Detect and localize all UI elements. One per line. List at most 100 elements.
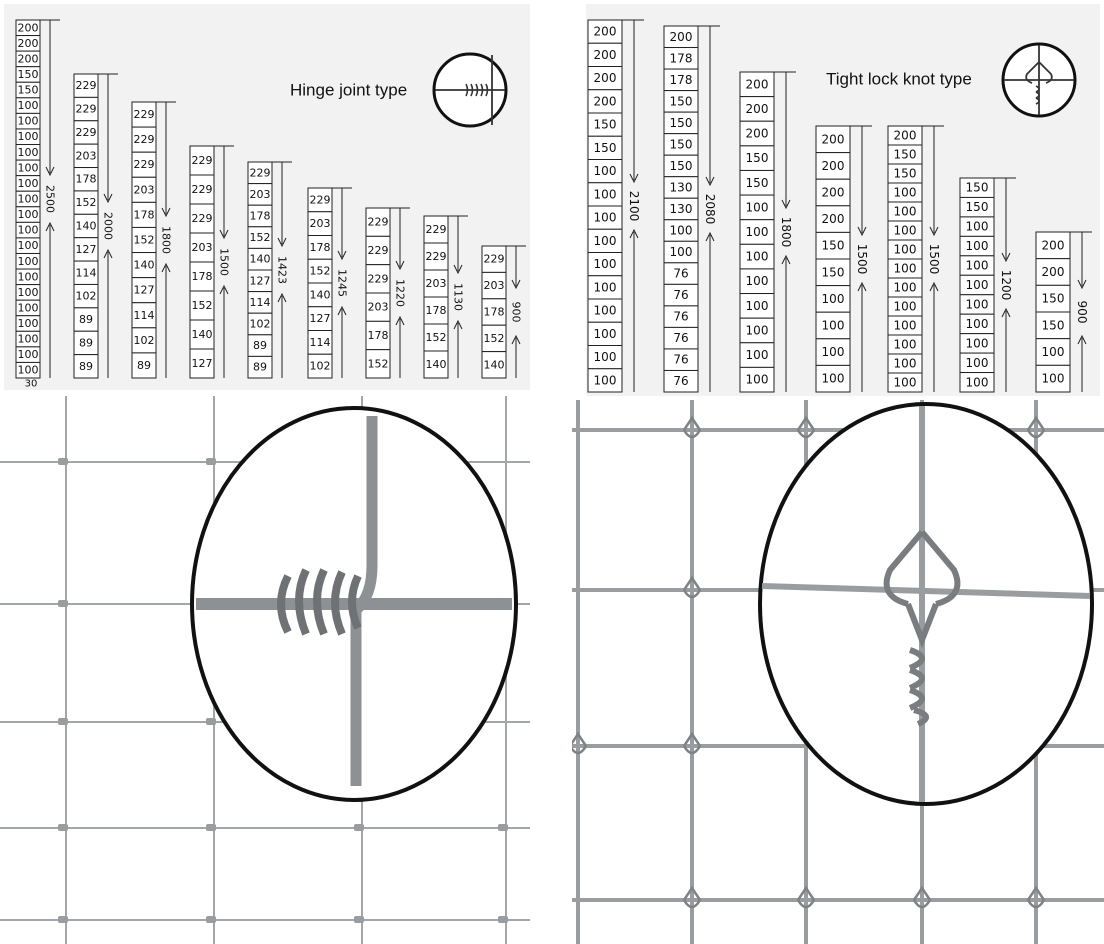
- hinge-joint-dimension-arrow: [45, 221, 55, 232]
- hinge-joint-cell-label: 229: [134, 133, 155, 146]
- hinge-joint-cell: [365, 320, 391, 351]
- tight-lock-cell-label: 76: [673, 310, 688, 324]
- hinge-joint-dimension-arrow: [453, 319, 463, 330]
- hinge-joint-cell-label: 229: [76, 126, 97, 139]
- hinge-joint-cell-label: 200: [18, 52, 39, 65]
- hinge-joint-cell-label: 100: [18, 270, 39, 283]
- hinge-joint-cell-label: 203: [310, 217, 331, 230]
- hinge-joint-cell-label: 89: [253, 339, 267, 352]
- tight-lock-cell-label: 100: [594, 257, 617, 271]
- hinge-joint-cell-label: 140: [76, 220, 97, 233]
- tight-lock-cell: [739, 194, 775, 221]
- hinge-joint-cell-label: 114: [250, 296, 271, 309]
- hinge-joint-cell-label: 140: [250, 253, 271, 266]
- hinge-joint-cell: [131, 176, 157, 203]
- hinge-joint-cell-label: 102: [250, 318, 271, 331]
- hinge-joint-cell-label: 140: [426, 358, 447, 371]
- hinge-joint-cell: [365, 207, 391, 237]
- hinge-joint-cell: [423, 350, 449, 379]
- tight-lock-height-label: 2100: [627, 191, 641, 222]
- tight-lock-cell-label: 200: [894, 129, 917, 143]
- tight-lock-height-label: 1500: [855, 244, 869, 275]
- hinge-joint-cell-label: 100: [18, 348, 39, 361]
- tight-lock-cell-label: 76: [673, 353, 688, 367]
- hinge-joint-cell: [365, 349, 391, 379]
- hinge-joint-cell-label: 102: [310, 360, 331, 373]
- hinge-joint-cell-label: 229: [192, 154, 213, 167]
- tight-lock-height-label: 1500: [927, 244, 941, 275]
- tight-lock-cell: [815, 338, 851, 366]
- hinge-joint-dimension-arrow: [45, 166, 55, 177]
- tight-lock-cell-label: 100: [594, 280, 617, 294]
- hinge-joint-cell-label: 102: [76, 290, 97, 303]
- tight-lock-cell: [815, 205, 851, 233]
- tight-lock-cell-label: 100: [746, 250, 769, 264]
- hinge-joint-cell: [73, 354, 99, 379]
- tight-lock-cell-label: 100: [746, 323, 769, 337]
- hinge-joint-cell-label: 203: [426, 277, 447, 290]
- hinge-joint-cell-label: 203: [192, 241, 213, 254]
- tight-lock-cell-label: 150: [670, 159, 693, 173]
- hinge-joint-cell: [131, 151, 157, 178]
- hinge-joint-cell-label: 140: [310, 288, 331, 301]
- tight-lock-dimension-arrow: [705, 231, 715, 242]
- tight-lock-dimension-arrow: [629, 228, 639, 239]
- tight-lock-height-label: 2080: [703, 194, 717, 225]
- tight-lock-cell: [739, 317, 775, 344]
- tight-lock-cell-label: 100: [894, 376, 917, 390]
- hinge-joint-cell-label: 229: [368, 272, 389, 285]
- tight-lock-dimension-arrow: [1077, 334, 1087, 345]
- hinge-joint-cell-label: 100: [18, 146, 39, 159]
- hinge-joint-height-label: 2000: [102, 212, 115, 240]
- hinge-joint-cell: [189, 348, 215, 379]
- tight-lock-cell: [1035, 364, 1071, 393]
- tight-lock-cell-label: 100: [894, 338, 917, 352]
- tight-lock-cell-label: 76: [673, 267, 688, 281]
- hinge-joint-dimension-arrow: [219, 284, 229, 295]
- tight-lock-cell-label: 150: [894, 167, 917, 181]
- hinge-joint-cell: [189, 232, 215, 263]
- tight-lock-cell-label: 100: [894, 224, 917, 238]
- hinge-joint-cell-label: 152: [368, 357, 389, 370]
- hinge-joint-cell-label: 114: [76, 266, 97, 279]
- hinge-joint-cell-label: 229: [76, 79, 97, 92]
- tight-lock-column: 2002002002001501501001001001001001001001…: [587, 19, 644, 393]
- tight-lock-cell-label: 100: [894, 262, 917, 276]
- hinge-joint-height-label: 1220: [394, 279, 407, 307]
- tight-lock-chart-svg: Tight lock knot type 2002002002001501501…: [587, 19, 1092, 393]
- tight-lock-cell: [815, 285, 851, 313]
- hinge-joint-cell-label: 152: [426, 331, 447, 344]
- tight-lock-cell-label: 178: [670, 51, 693, 65]
- tight-lock-cell-label: 150: [670, 116, 693, 130]
- tight-lock-cell: [1035, 311, 1071, 340]
- tight-lock-dimension-arrow: [929, 226, 939, 237]
- tight-lock-cell-label: 150: [966, 200, 989, 214]
- tight-lock-cell-label: 200: [746, 102, 769, 116]
- hinge-joint-cell: [131, 352, 157, 379]
- tight-lock-cell-label: 100: [894, 357, 917, 371]
- hinge-joint-cell: [15, 361, 41, 379]
- hinge-joint-dimension-arrow: [337, 305, 347, 316]
- tight-lock-column: 2001501501001001001001001001001001001001…: [887, 125, 944, 393]
- hinge-joint-knot-icon: [432, 52, 508, 128]
- hinge-joint-cell: [247, 355, 273, 379]
- tight-lock-cell-label: 100: [594, 234, 617, 248]
- hinge-joint-dimension-arrow: [103, 248, 113, 259]
- tight-lock-height-label: 900: [1075, 301, 1089, 324]
- tight-lock-cell-label: 200: [594, 48, 617, 62]
- tight-lock-cell-label: 100: [822, 345, 845, 359]
- hinge-joint-dimension-arrow: [103, 193, 113, 204]
- hinge-joint-cell-label: 140: [134, 259, 155, 272]
- hinge-joint-cell-label: 178: [484, 306, 505, 319]
- tight-lock-cell-label: 100: [594, 350, 617, 364]
- tight-lock-dimension-arrow: [781, 199, 791, 210]
- tight-lock-cell-label: 100: [594, 373, 617, 387]
- hinge-joint-cell-label: 200: [18, 21, 39, 34]
- tight-lock-column: 2002002001501501001001001001001001001001…: [739, 71, 796, 393]
- tight-lock-cell-label: 100: [1042, 345, 1065, 359]
- tight-lock-height-label: 1800: [779, 217, 793, 248]
- tight-lock-cell-label: 100: [594, 187, 617, 201]
- hinge-joint-height-label: 2500: [44, 185, 57, 213]
